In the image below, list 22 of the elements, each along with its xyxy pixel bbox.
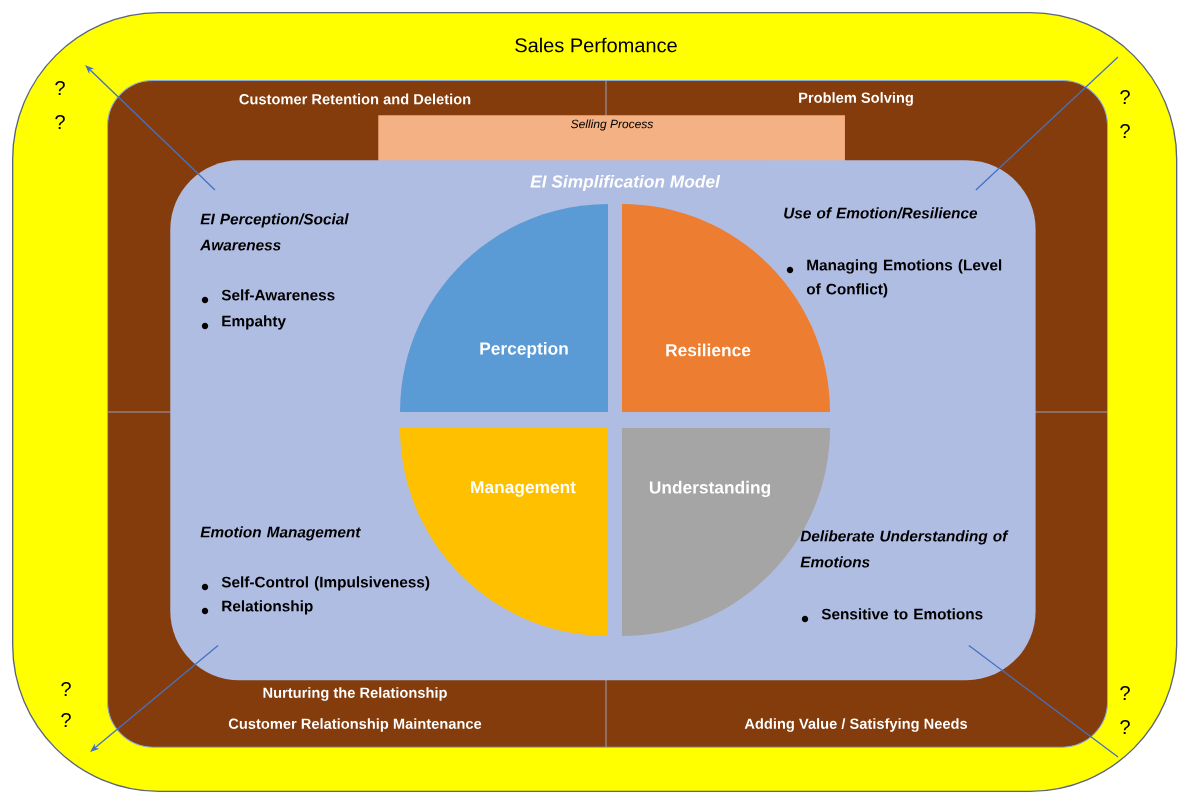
question-mark: ? [61,682,71,696]
bullet-item: Empahty [201,315,286,330]
question-mark: ? [1120,90,1130,104]
question-mark: ? [55,115,65,129]
question-mark: ? [55,81,65,95]
process-bar: Selling Process [378,115,845,162]
quadrant-label: Adding Value / Satisfying Needs [744,718,968,732]
section-heading: Emotion Management [200,526,361,541]
bullet-item: Relationship [201,600,313,615]
section-heading: EI Perception/Social Awareness [199,213,349,251]
pie-segment: Perception [400,204,608,412]
bullet-item: Self-Awareness [201,289,335,304]
question-mark: ? [1120,124,1130,138]
quadrant-label: Customer Relationship Maintenance [228,718,482,732]
question-mark: ? [1120,686,1130,700]
question-mark: ? [61,713,71,727]
question-mark: ? [1120,720,1130,734]
quadrant-label: Problem Solving [799,92,913,106]
quadrant-label: Customer Retention and Deletion [239,93,471,105]
quadrant-label: Nurturing the Relationship [263,687,447,701]
arrow [90,644,219,752]
arrow [85,65,216,191]
